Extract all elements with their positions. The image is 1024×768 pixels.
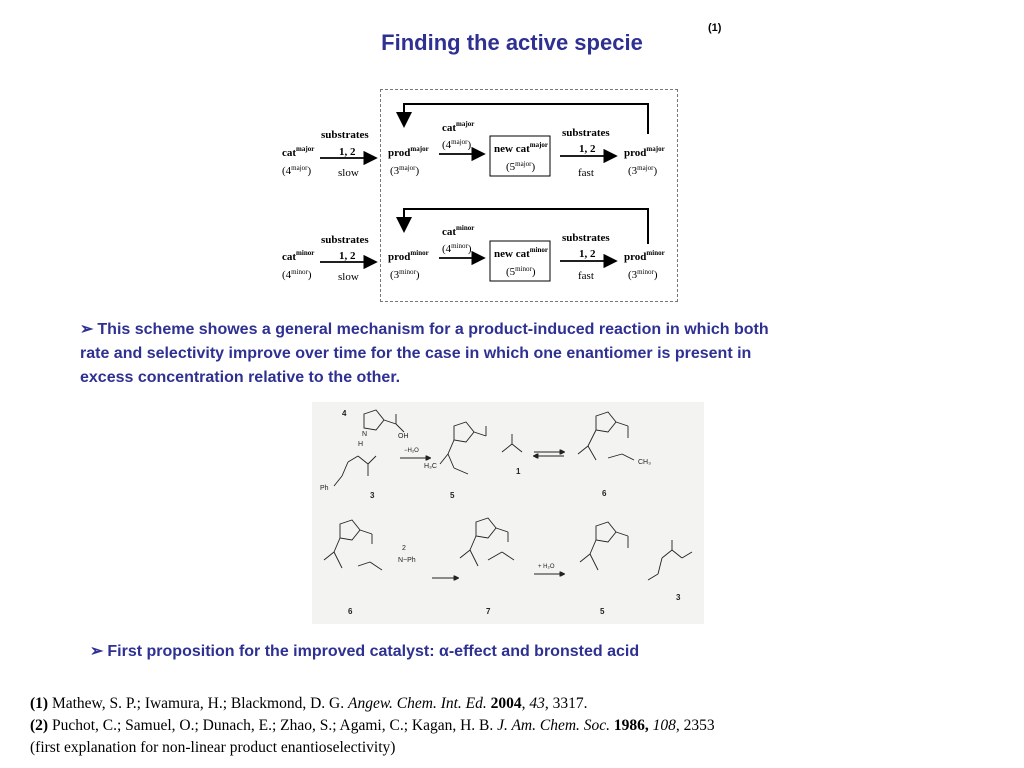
start-num: (4major)	[282, 164, 312, 177]
atom-ph: Ph	[320, 485, 329, 492]
recycle-arrow	[396, 208, 649, 244]
start-cat: catmajor	[282, 145, 314, 159]
mid-num: (4minor)	[442, 242, 472, 255]
molecule-6-bottom: 2 N−Ph 6	[323, 519, 416, 616]
substrates-label-2: substrates	[562, 232, 610, 244]
new-cat-num: (5minor)	[506, 265, 536, 278]
scheme-row-minor: catminor (4minor) substrates 1, 2 slow p…	[282, 208, 665, 283]
label-5b: 5	[600, 607, 605, 616]
end-prod: prodminor	[624, 249, 665, 263]
bullet-arrow-icon: ➢	[90, 643, 104, 660]
substrates-label: substrates	[321, 234, 369, 246]
prod-num: (3major)	[390, 164, 420, 177]
speed-slow: slow	[338, 167, 359, 179]
explanation-line-3: excess concentration relative to the oth…	[80, 369, 401, 386]
atom-oh: OH	[398, 433, 409, 440]
reference-note: (first explanation for non-linear produc…	[30, 739, 396, 756]
speed-slow: slow	[338, 271, 359, 283]
substrates-numbers-2: 1, 2	[579, 143, 596, 155]
title-reference-marker: (1)	[708, 22, 722, 34]
start-num: (4minor)	[282, 268, 312, 281]
catalyst-proposition: ➢First proposition for the improved cata…	[90, 640, 950, 664]
molecule-3: Ph 3	[320, 455, 377, 500]
label-4: 4	[342, 409, 347, 418]
prod: prodmajor	[388, 145, 429, 159]
explanation-line-2: rate and selectivity improve over time f…	[80, 345, 752, 362]
label-3: 3	[370, 491, 375, 500]
new-cat-num: (5major)	[506, 160, 536, 173]
bullet-arrow-icon: ➢	[80, 321, 94, 338]
mechanism-scheme-frame	[380, 89, 678, 302]
end-prod: prodmajor	[624, 145, 665, 159]
speed-fast: fast	[578, 270, 594, 282]
atom-h: H	[358, 441, 363, 448]
label-7: 7	[486, 607, 491, 616]
recycle-arrow	[396, 103, 649, 134]
page-title: Finding the active specie	[381, 30, 643, 55]
atom-2: 2	[402, 545, 406, 552]
mid-num: (4major)	[442, 138, 472, 151]
scheme-explanation: ➢This scheme showes a general mechanism …	[80, 318, 960, 390]
mechanism-scheme: catmajor (4major) substrates 1, 2 slow p…	[282, 103, 665, 283]
substrates-label: substrates	[321, 129, 369, 141]
molecule-5-bottom: 5	[579, 521, 629, 616]
molecule-4: 4 N H OH	[342, 409, 409, 448]
molecule-6: CH₃ 6	[577, 411, 651, 498]
proposition-text: First proposition for the improved catal…	[107, 643, 640, 660]
atom-nph: N−Ph	[398, 557, 416, 564]
reaction-mechanism-image: 4 N H OH Ph 3 −H₂O H₃C 5 1 CH₃ 6 2	[312, 402, 704, 624]
substrates-numbers: 1, 2	[339, 146, 356, 158]
minus-water: −H₂O	[404, 448, 419, 454]
speed-fast: fast	[578, 167, 594, 179]
references: (1) Mathew, S. P.; Iwamura, H.; Blackmon…	[30, 693, 715, 759]
substrates-numbers-2: 1, 2	[579, 248, 596, 260]
label-3b: 3	[676, 593, 681, 602]
molecule-5: H₃C 5	[424, 421, 487, 500]
end-num: (3major)	[628, 164, 658, 177]
molecule-3-bottom: 3	[647, 540, 693, 602]
prod: prodminor	[388, 249, 429, 263]
substrates-numbers: 1, 2	[339, 250, 356, 262]
molecule-1: 1	[501, 434, 523, 476]
atom-ch3: CH₃	[638, 459, 651, 466]
substrates-label-2: substrates	[562, 127, 610, 139]
end-num: (3minor)	[628, 268, 658, 281]
label-6: 6	[602, 489, 607, 498]
prod-num: (3minor)	[390, 268, 420, 281]
new-cat: new catmajor	[494, 141, 548, 155]
start-cat: catminor	[282, 249, 314, 263]
explanation-line-1: This scheme showes a general mechanism f…	[97, 321, 769, 338]
mid-cat: catmajor	[442, 120, 474, 134]
molecule-7: 7	[459, 517, 515, 616]
label-6b: 6	[348, 607, 353, 616]
plus-water: + H₂O	[538, 564, 555, 570]
reference-2: (2) Puchot, C.; Samuel, O.; Dunach, E.; …	[30, 717, 715, 734]
scheme-row-major: catmajor (4major) substrates 1, 2 slow p…	[282, 103, 665, 179]
label-5: 5	[450, 491, 455, 500]
mid-cat: catminor	[442, 224, 474, 238]
atom-n: N	[362, 431, 367, 438]
atom-h3c: H₃C	[424, 463, 437, 470]
label-1: 1	[516, 467, 521, 476]
new-cat: new catminor	[494, 246, 548, 260]
reference-1: (1) Mathew, S. P.; Iwamura, H.; Blackmon…	[30, 695, 588, 712]
